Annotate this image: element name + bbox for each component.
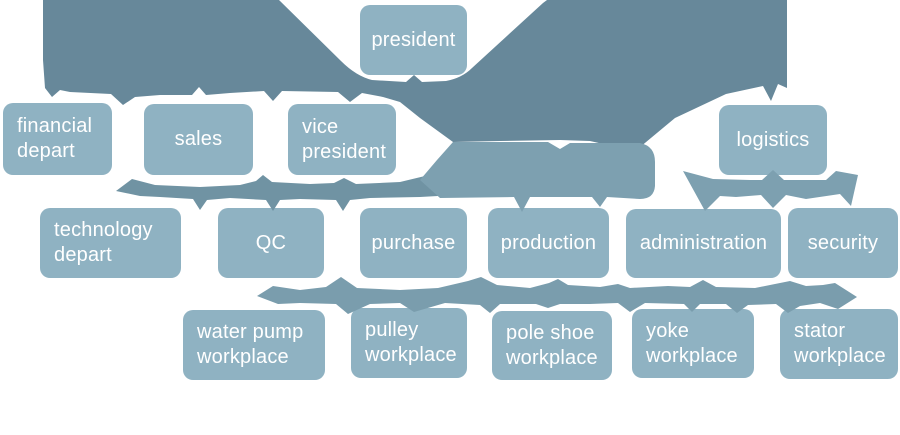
node-label: pulley workplace: [365, 319, 457, 366]
node-label: financial depart: [17, 115, 93, 162]
node-pulley-workplace[interactable]: pulley workplace: [351, 308, 467, 378]
node-production[interactable]: production: [488, 208, 609, 278]
node-pole-shoe-workplace[interactable]: pole shoe workplace: [492, 311, 612, 380]
connector-row3-to-row4: [257, 277, 857, 314]
node-label: president: [371, 28, 456, 51]
node-label: security: [807, 231, 879, 254]
node-president[interactable]: president: [360, 5, 467, 75]
node-administration[interactable]: administration: [626, 209, 781, 278]
node-sales[interactable]: sales: [144, 104, 253, 175]
node-label: stator workplace: [794, 320, 886, 367]
node-label: purchase: [371, 231, 456, 254]
connector-logistics-to-row3: [683, 170, 858, 211]
node-logistics[interactable]: logistics: [719, 105, 827, 175]
node-purchase[interactable]: purchase: [360, 208, 467, 278]
node-label: logistics: [736, 128, 810, 151]
node-technology-depart[interactable]: technology depart: [40, 208, 181, 278]
node-vice-president[interactable]: vice president: [288, 104, 396, 175]
node-label: production: [500, 231, 597, 254]
connector-row2-to-row3-left: [116, 170, 444, 211]
node-security[interactable]: security: [788, 208, 898, 278]
node-stator-workplace[interactable]: stator workplace: [780, 309, 898, 379]
node-yoke-workplace[interactable]: yoke workplace: [632, 309, 754, 378]
node-water-pump-workplace[interactable]: water pump workplace: [183, 310, 325, 380]
connector-row2-to-row3-right: [420, 142, 655, 212]
node-qc[interactable]: QC: [218, 208, 324, 278]
node-label: pole shoe workplace: [506, 321, 598, 369]
node-label: water pump workplace: [197, 321, 304, 368]
node-label: technology depart: [54, 219, 153, 266]
node-label: yoke workplace: [646, 319, 738, 367]
node-label: vice president: [302, 115, 387, 163]
node-label: QC: [255, 231, 287, 254]
node-label: sales: [174, 128, 223, 150]
node-financial-depart[interactable]: financial depart: [3, 103, 112, 175]
node-label: administration: [639, 232, 768, 254]
